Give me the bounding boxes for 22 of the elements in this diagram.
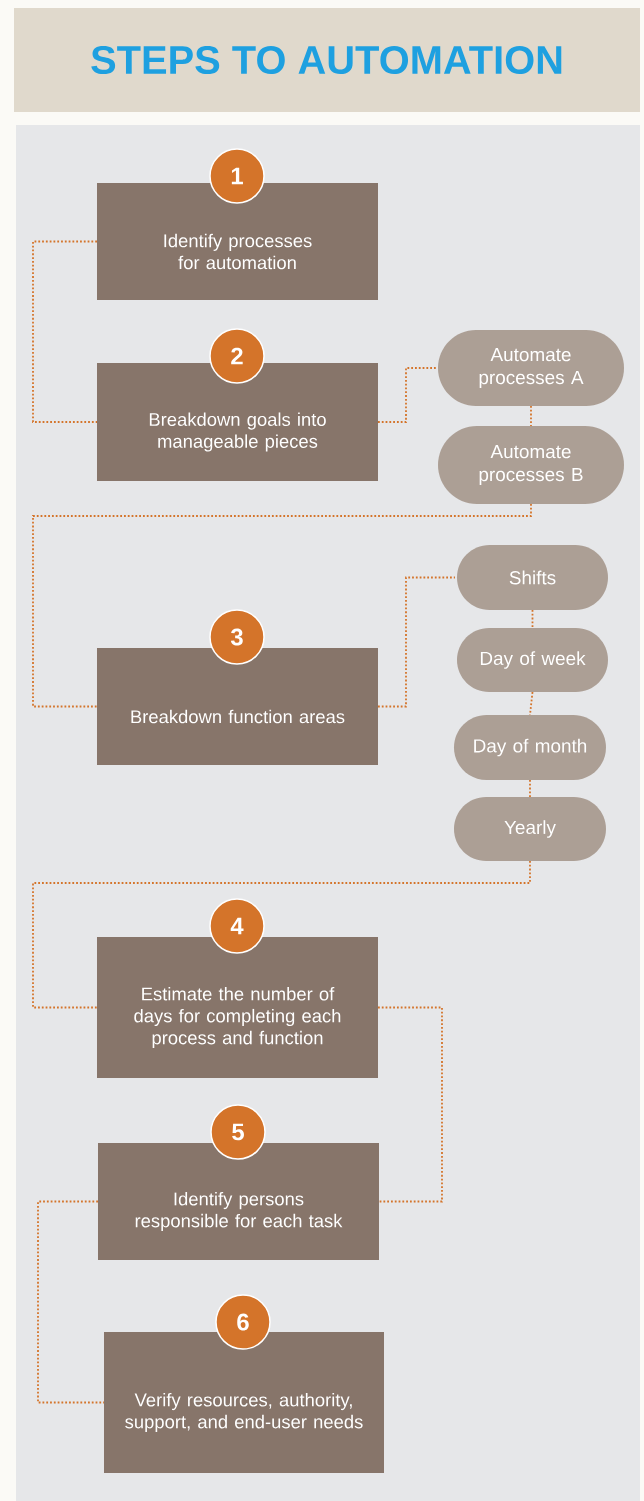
- dotted-connector: [529, 691, 534, 716]
- step-box: Estimate the number of days for completing each process and function: [97, 937, 378, 1078]
- step-number-badge: 5: [210, 1104, 266, 1160]
- dotted-connector: [32, 503, 532, 708]
- dotted-connector: [530, 405, 532, 427]
- dotted-connector: [377, 367, 437, 423]
- dotted-connector: [37, 1200, 105, 1404]
- dotted-connector: [529, 779, 531, 798]
- step-number-badge: 6: [215, 1294, 271, 1350]
- step-number-badge: 1: [209, 148, 265, 204]
- step-box: Breakdown function areas: [97, 648, 378, 765]
- dotted-connector: [32, 240, 98, 423]
- step-number-badge: 2: [209, 328, 265, 384]
- dotted-connector: [377, 576, 456, 708]
- step-number-badge: 4: [209, 898, 265, 954]
- step-number-badge: 3: [209, 609, 265, 665]
- step-box: Identify persons responsible for each task: [98, 1143, 379, 1260]
- dotted-connector: [531, 609, 534, 629]
- dotted-connector: [377, 1006, 443, 1203]
- dotted-connector: [32, 860, 531, 1009]
- title: STEPS TO AUTOMATION: [91, 45, 562, 75]
- step-box: Verify resources, authority, support, and end-user needs: [104, 1332, 384, 1473]
